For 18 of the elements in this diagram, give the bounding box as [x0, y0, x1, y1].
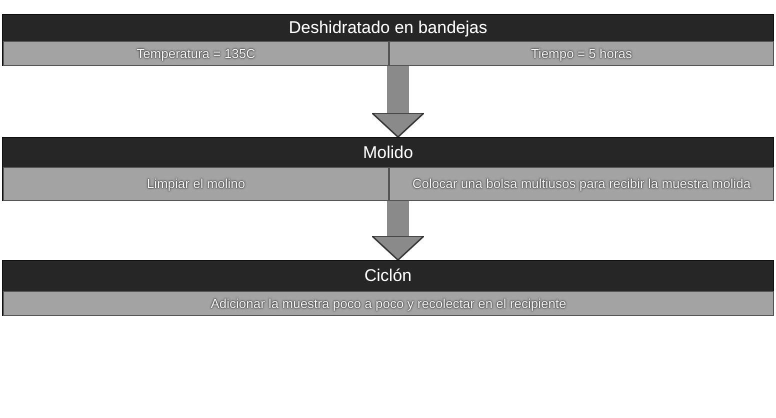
step-detail: Adicionar la muestra poco a poco y recolectar en el recipiente	[210, 296, 568, 310]
step-title: Ciclón	[364, 266, 412, 286]
down-arrow	[371, 66, 425, 138]
process-step-band	[2, 14, 774, 66]
down-arrow	[371, 201, 425, 261]
step-detail-panel	[3, 291, 774, 316]
process-step-band	[2, 137, 774, 201]
step-detail-panel	[3, 167, 389, 201]
step-detail-panel	[3, 41, 389, 66]
step-detail-panel	[389, 41, 774, 66]
step-title: Deshidratado en bandejas	[288, 18, 488, 38]
process-step-band	[2, 260, 774, 316]
step-detail: Colocar una bolsa multiusos para recibir la muestra molida	[411, 177, 752, 191]
step-detail-panel	[389, 167, 774, 201]
step-detail: Temperatura = 135C	[136, 46, 256, 60]
step-detail: Tiempo = 5 horas	[530, 46, 634, 60]
step-title: Molido	[362, 142, 414, 162]
step-detail: Limpiar el molino	[146, 177, 246, 191]
